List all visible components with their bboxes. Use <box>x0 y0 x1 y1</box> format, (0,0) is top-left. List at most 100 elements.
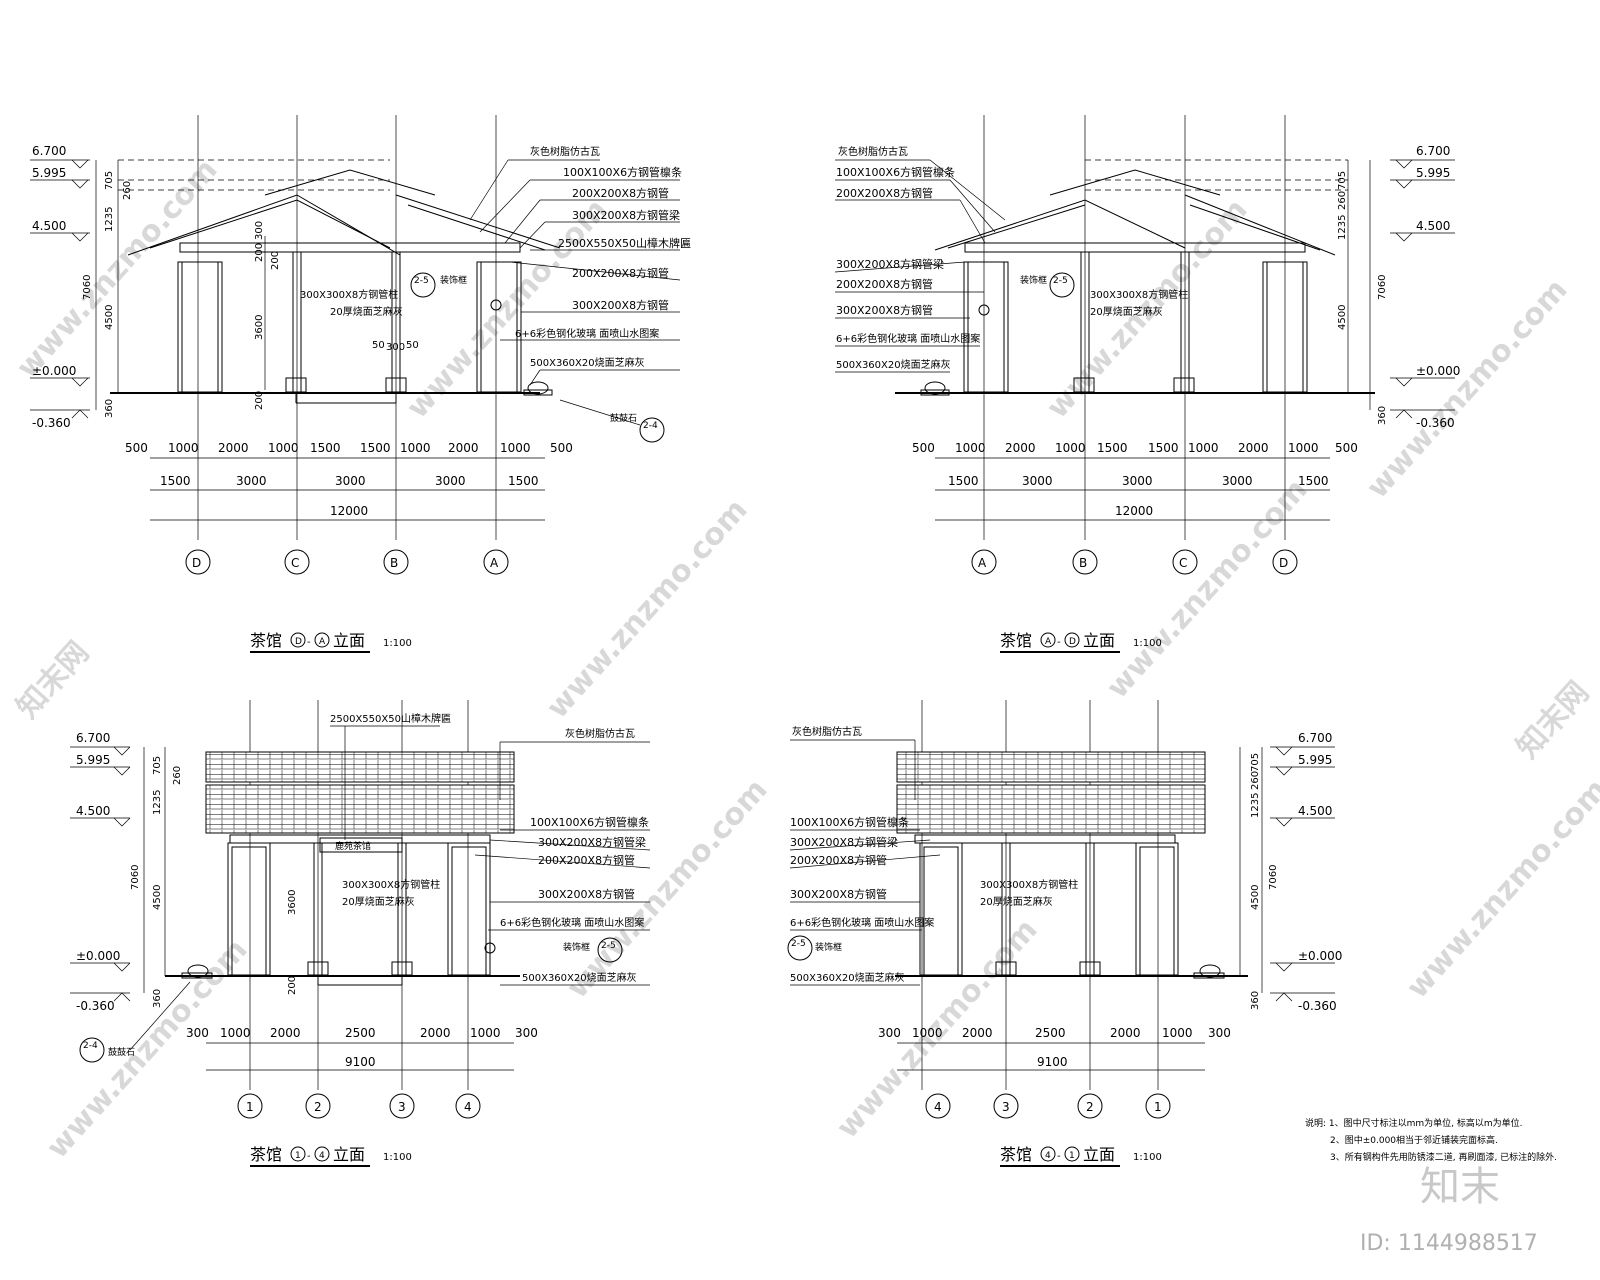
note-text: 2500X550X50山樟木牌匾 <box>558 236 691 250</box>
dim-label: 2000 <box>448 441 479 455</box>
note-text: 300X200X8方钢管梁 <box>538 835 646 849</box>
dim-label: 300 <box>1208 1026 1231 1040</box>
note-text: 500X360X20烧面芝麻灰 <box>522 971 637 984</box>
level-label: 5.995 <box>32 166 66 180</box>
dim-label: 200 <box>254 243 265 262</box>
dim-label: 1500 <box>1298 474 1329 488</box>
note-text: 300X300X8方钢管柱 <box>1090 288 1188 301</box>
title-suffix: 立面 <box>1083 1145 1115 1164</box>
dim-label: 360 <box>1377 406 1388 425</box>
note-text: 装饰框 <box>1020 274 1047 286</box>
annotation-notes: 灰色树脂仿古瓦 100X100X6方钢管檩条 200X200X8方钢管 300X… <box>834 145 1188 373</box>
annotation-notes: 灰色树脂仿古瓦 100X100X6方钢管檩条 300X200X8方钢管梁 200… <box>787 725 1078 986</box>
note-text: 装饰框 <box>440 274 467 286</box>
elevation-title: 茶馆 A - D 立面 1:100 <box>1000 631 1162 653</box>
title-text: 茶馆 <box>1000 631 1032 650</box>
dim-label: 2000 <box>1110 1026 1141 1040</box>
dim-label: 705 <box>1337 171 1348 190</box>
watermark-text: www.znzmo.com <box>1400 772 1600 1005</box>
title-text: 茶馆 <box>1000 1145 1032 1164</box>
note-text: 100X100X6方钢管檩条 <box>836 165 955 179</box>
dim-label: 2500 <box>345 1026 376 1040</box>
dim-total: 12000 <box>330 504 368 518</box>
level-label: 4.500 <box>1298 804 1332 818</box>
dim-label: 360 <box>104 399 115 418</box>
dim-label: 1500 <box>508 474 539 488</box>
note-text: 300X200X8方钢管梁 <box>790 835 898 849</box>
note-text: 20厚烧面芝麻灰 <box>980 895 1053 908</box>
watermark-text: www.znzmo.com <box>540 492 755 725</box>
elevation-title: 茶馆 1 - 4 立面 1:100 <box>250 1145 412 1167</box>
dim-label: 200 <box>287 976 298 995</box>
dim-label: 1000 <box>400 441 431 455</box>
dim-label: 1235 <box>1337 215 1348 240</box>
dim-label: 260 <box>1250 771 1261 790</box>
note-text: 300X200X8方钢管 <box>836 303 933 317</box>
watermark-text: www.znzmo.com <box>10 152 225 385</box>
dim-total: 12000 <box>1115 504 1153 518</box>
note-text: 鼓鼓石 <box>108 1046 135 1058</box>
dim-label: 500 <box>125 441 148 455</box>
level-label: 5.995 <box>1298 753 1332 767</box>
level-label: ±0.000 <box>32 364 76 378</box>
dim-label: 500 <box>912 441 935 455</box>
title-axis: 4 <box>319 1151 325 1161</box>
note-text: 500X360X20烧面芝麻灰 <box>836 358 951 371</box>
note-text: 300X300X8方钢管柱 <box>980 878 1078 891</box>
level-label: -0.360 <box>76 999 115 1013</box>
note-text: 200X200X8方钢管 <box>836 186 933 200</box>
dim-label: 1000 <box>1162 1026 1193 1040</box>
axis-label: 3 <box>398 1100 406 1114</box>
level-label: 6.700 <box>1298 731 1332 745</box>
dim-label: 4500 <box>1337 305 1348 330</box>
title-text: 茶馆 <box>250 631 282 650</box>
axis-label: 4 <box>464 1100 472 1114</box>
axis-label: B <box>390 556 398 570</box>
dim-label: 1500 <box>160 474 191 488</box>
dim-label: 360 <box>1250 991 1261 1010</box>
dim-label: 1000 <box>1288 441 1319 455</box>
note-text: 300X200X8方钢管 <box>538 887 635 901</box>
elevation-title: 茶馆 D - A 立面 1:100 <box>250 631 412 653</box>
dim-label: 7060 <box>1268 865 1279 890</box>
note-text: 100X100X6方钢管檩条 <box>790 815 909 829</box>
dim-label: 1000 <box>470 1026 501 1040</box>
axis-label: 4 <box>934 1100 942 1114</box>
dim-label: 2000 <box>1005 441 1036 455</box>
note-text: 20厚烧面芝麻灰 <box>1090 305 1163 318</box>
title-axis: D <box>1069 637 1076 647</box>
note-text: 200X200X8方钢管 <box>790 853 887 867</box>
watermark-text: www.znzmo.com <box>40 932 255 1165</box>
dim-label: 7060 <box>82 275 93 300</box>
dim-label: 1000 <box>955 441 986 455</box>
note-text: 200X200X8方钢管 <box>836 277 933 291</box>
logo-text: 知末 <box>1420 1164 1500 1210</box>
note-line: 3、所有钢构件先用防锈漆二道, 再刷面漆, 已标注的除外. <box>1330 1151 1557 1163</box>
axis-label: C <box>1179 556 1187 570</box>
title-axis: D <box>295 637 302 647</box>
dim-label: 1500 <box>948 474 979 488</box>
level-label: -0.360 <box>1416 416 1455 430</box>
level-label: ±0.000 <box>1416 364 1460 378</box>
dim-label: 1235 <box>152 790 163 815</box>
elevation-1-4: 鹿苑茶馆 6.700 5.995 4.500 ±0.000 -0.360 705… <box>70 700 651 1167</box>
dim-label: 260 <box>122 181 133 200</box>
dim-label: 300 <box>254 221 265 240</box>
axis-label: 2 <box>314 1100 322 1114</box>
note-text: 200X200X8方钢管 <box>572 186 669 200</box>
plaque-text: 鹿苑茶馆 <box>335 840 371 852</box>
level-label: -0.360 <box>1298 999 1337 1013</box>
dim-label: 3000 <box>1122 474 1153 488</box>
callout-label: 2-4 <box>83 1041 98 1051</box>
level-markers: 6.700 5.995 4.500 ±0.000 -0.360 <box>1270 731 1342 1013</box>
note-text: 300X300X8方钢管柱 <box>300 288 398 301</box>
dim-label: 50 <box>372 340 385 351</box>
note-text: 鼓鼓石 <box>610 412 637 424</box>
axis-label: 1 <box>246 1100 254 1114</box>
note-text: 装饰框 <box>815 941 842 953</box>
elevation-a-d: 6.700 5.995 4.500 ±0.000 -0.360 1235 260… <box>834 115 1460 653</box>
annotation-notes: 灰色树脂仿古瓦 100X100X6方钢管檩条 200X200X8方钢管 300X… <box>300 145 691 443</box>
level-label: 4.500 <box>76 804 110 818</box>
title-text: 茶馆 <box>250 1145 282 1164</box>
axis-label: 3 <box>1002 1100 1010 1114</box>
